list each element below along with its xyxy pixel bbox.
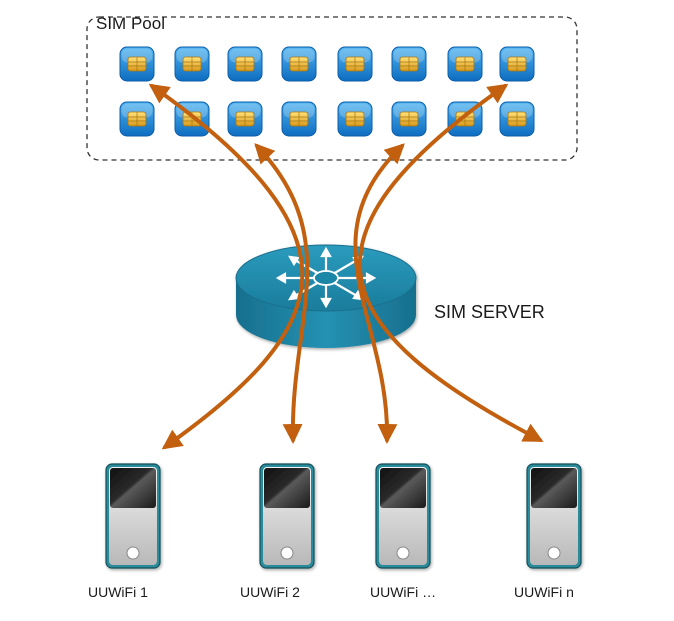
device-label-3: UUWiFi … bbox=[370, 584, 437, 600]
sim-card-icon bbox=[391, 46, 427, 82]
device-label-4: UUWiFi n bbox=[514, 584, 574, 600]
sim-card-icon bbox=[447, 46, 483, 82]
sim-card-icon bbox=[119, 46, 155, 82]
sim-card-icon bbox=[337, 46, 373, 82]
arrow-device3-sim bbox=[353, 143, 405, 444]
sim-card-icon bbox=[227, 46, 263, 82]
sim-card-icon bbox=[227, 101, 263, 137]
mobile-wifi-device-icon bbox=[105, 463, 161, 569]
mobile-wifi-device-icon bbox=[259, 463, 315, 569]
sim-card-icon bbox=[499, 46, 535, 82]
sim-pool-boundary bbox=[86, 16, 578, 161]
sim-card-icon bbox=[499, 101, 535, 137]
connection-arrows bbox=[148, 83, 544, 450]
sim-card-icon bbox=[281, 46, 317, 82]
sim-card-icon bbox=[391, 101, 427, 137]
mobile-wifi-device-icon bbox=[375, 463, 431, 569]
sim-card-grid bbox=[119, 46, 535, 137]
devices bbox=[105, 463, 582, 569]
sim-card-icon bbox=[174, 46, 210, 82]
device-label-2: UUWiFi 2 bbox=[240, 584, 300, 600]
mobile-wifi-device-icon bbox=[526, 463, 582, 569]
arrow-device4-sim bbox=[357, 83, 544, 442]
sim-card-icon bbox=[337, 101, 373, 137]
sim-card-icon bbox=[281, 101, 317, 137]
sim-card-icon bbox=[119, 101, 155, 137]
sim-server-label: SIM SERVER bbox=[434, 302, 545, 322]
sim-pool-title: SIM Pool bbox=[96, 14, 165, 33]
arrow-device2-sim bbox=[254, 143, 310, 444]
device-label-1: UUWiFi 1 bbox=[88, 584, 148, 600]
